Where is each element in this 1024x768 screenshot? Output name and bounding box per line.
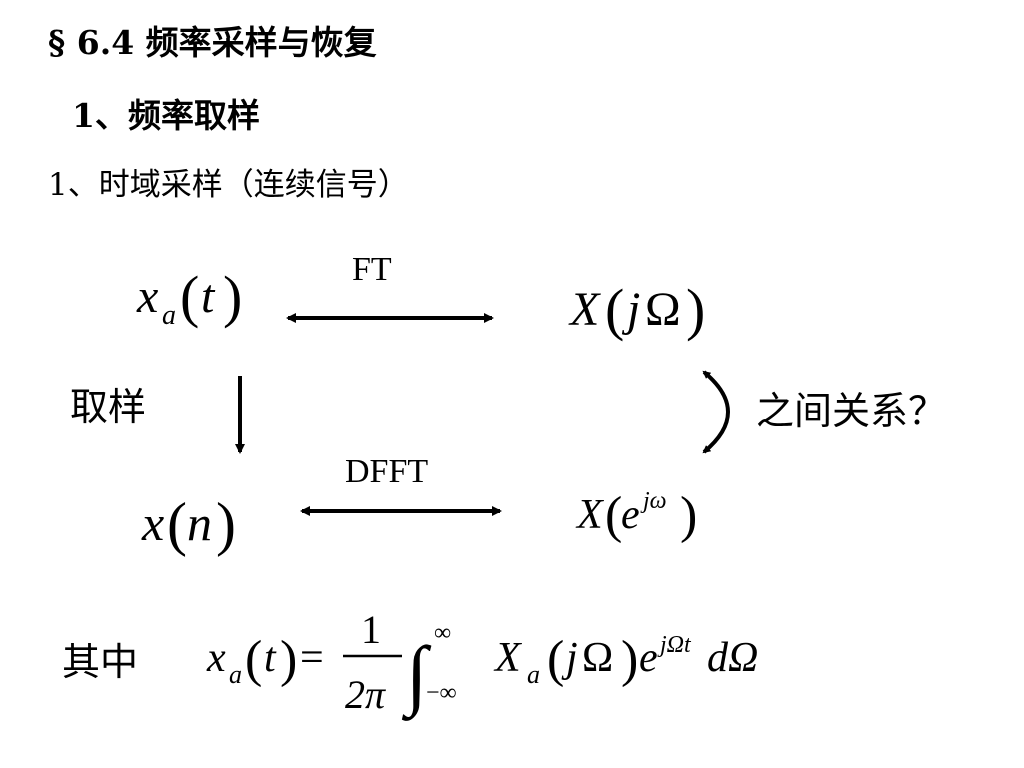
exp-base: e	[639, 635, 658, 681]
integrand-sub: a	[527, 660, 540, 689]
integral-sign: ∫	[401, 630, 432, 721]
integral-upper: ∞	[434, 620, 451, 646]
integral-lower: −∞	[426, 680, 457, 706]
signal-x-n: x ( n )	[141, 491, 236, 557]
ft-label: FT	[352, 251, 392, 288]
XjO-rparen: )	[686, 277, 705, 342]
sampling-label: 取样	[70, 385, 147, 429]
spectrum-X-ejomega: X ( e jω )	[575, 487, 697, 544]
xa-rparen: )	[223, 264, 242, 329]
integrand-omega: Ω	[582, 635, 613, 681]
Xe-base: X	[575, 492, 605, 538]
formula-equals: =	[300, 635, 324, 681]
formula-lhs-arg: t	[264, 635, 277, 681]
formula-denominator: 2π	[345, 672, 386, 717]
integrand-rparen: )	[621, 631, 638, 688]
subsubheading: 1、时域采样（连续信号）	[48, 167, 409, 203]
formula-numerator: 1	[361, 607, 381, 652]
Xe-lparen: (	[605, 487, 622, 544]
dfft-label: DFFT	[345, 453, 428, 490]
xn-lparen: (	[167, 491, 187, 557]
xn-base: x	[141, 495, 164, 551]
section-heading: § 6.4 频率采样与恢复	[48, 23, 377, 62]
formula-lhs-base: x	[206, 635, 226, 681]
formula-lhs-rparen: )	[280, 631, 297, 688]
formula-lhs-sub: a	[229, 660, 242, 689]
Xe-e: e	[621, 492, 640, 538]
relation-arrow	[702, 370, 730, 454]
integrand-lparen: (	[547, 631, 564, 688]
xa-sub: a	[162, 300, 176, 331]
Xe-rparen: )	[680, 487, 697, 544]
xn-rparen: )	[216, 491, 236, 557]
Xe-sup: jω	[640, 488, 667, 514]
integrand-j: j	[561, 635, 578, 681]
XjO-base: X	[568, 283, 601, 336]
formula-prefix: 其中	[62, 640, 139, 684]
relation-label: 之间关系？	[756, 389, 947, 433]
formula-lhs-lparen: (	[245, 631, 262, 688]
differential: dΩ	[707, 635, 758, 681]
integrand-base: X	[493, 635, 523, 681]
XjO-omega: Ω	[645, 283, 681, 336]
subheading: 1、频率取样	[72, 96, 260, 135]
xa-lparen: (	[180, 264, 199, 329]
XjO-lparen: (	[605, 277, 624, 342]
inverse-ft-formula: x a ( t ) = 1 2π ∫ ∞ −∞ X a ( j Ω ) e jΩ…	[206, 607, 758, 721]
xa-arg: t	[201, 270, 216, 323]
xn-arg: n	[187, 495, 212, 551]
xa-base: x	[136, 270, 158, 323]
exp-sup: jΩt	[657, 632, 692, 658]
spectrum-X-jOmega: X ( j Ω )	[568, 277, 705, 342]
signal-xa-t: x a ( t )	[136, 264, 242, 331]
